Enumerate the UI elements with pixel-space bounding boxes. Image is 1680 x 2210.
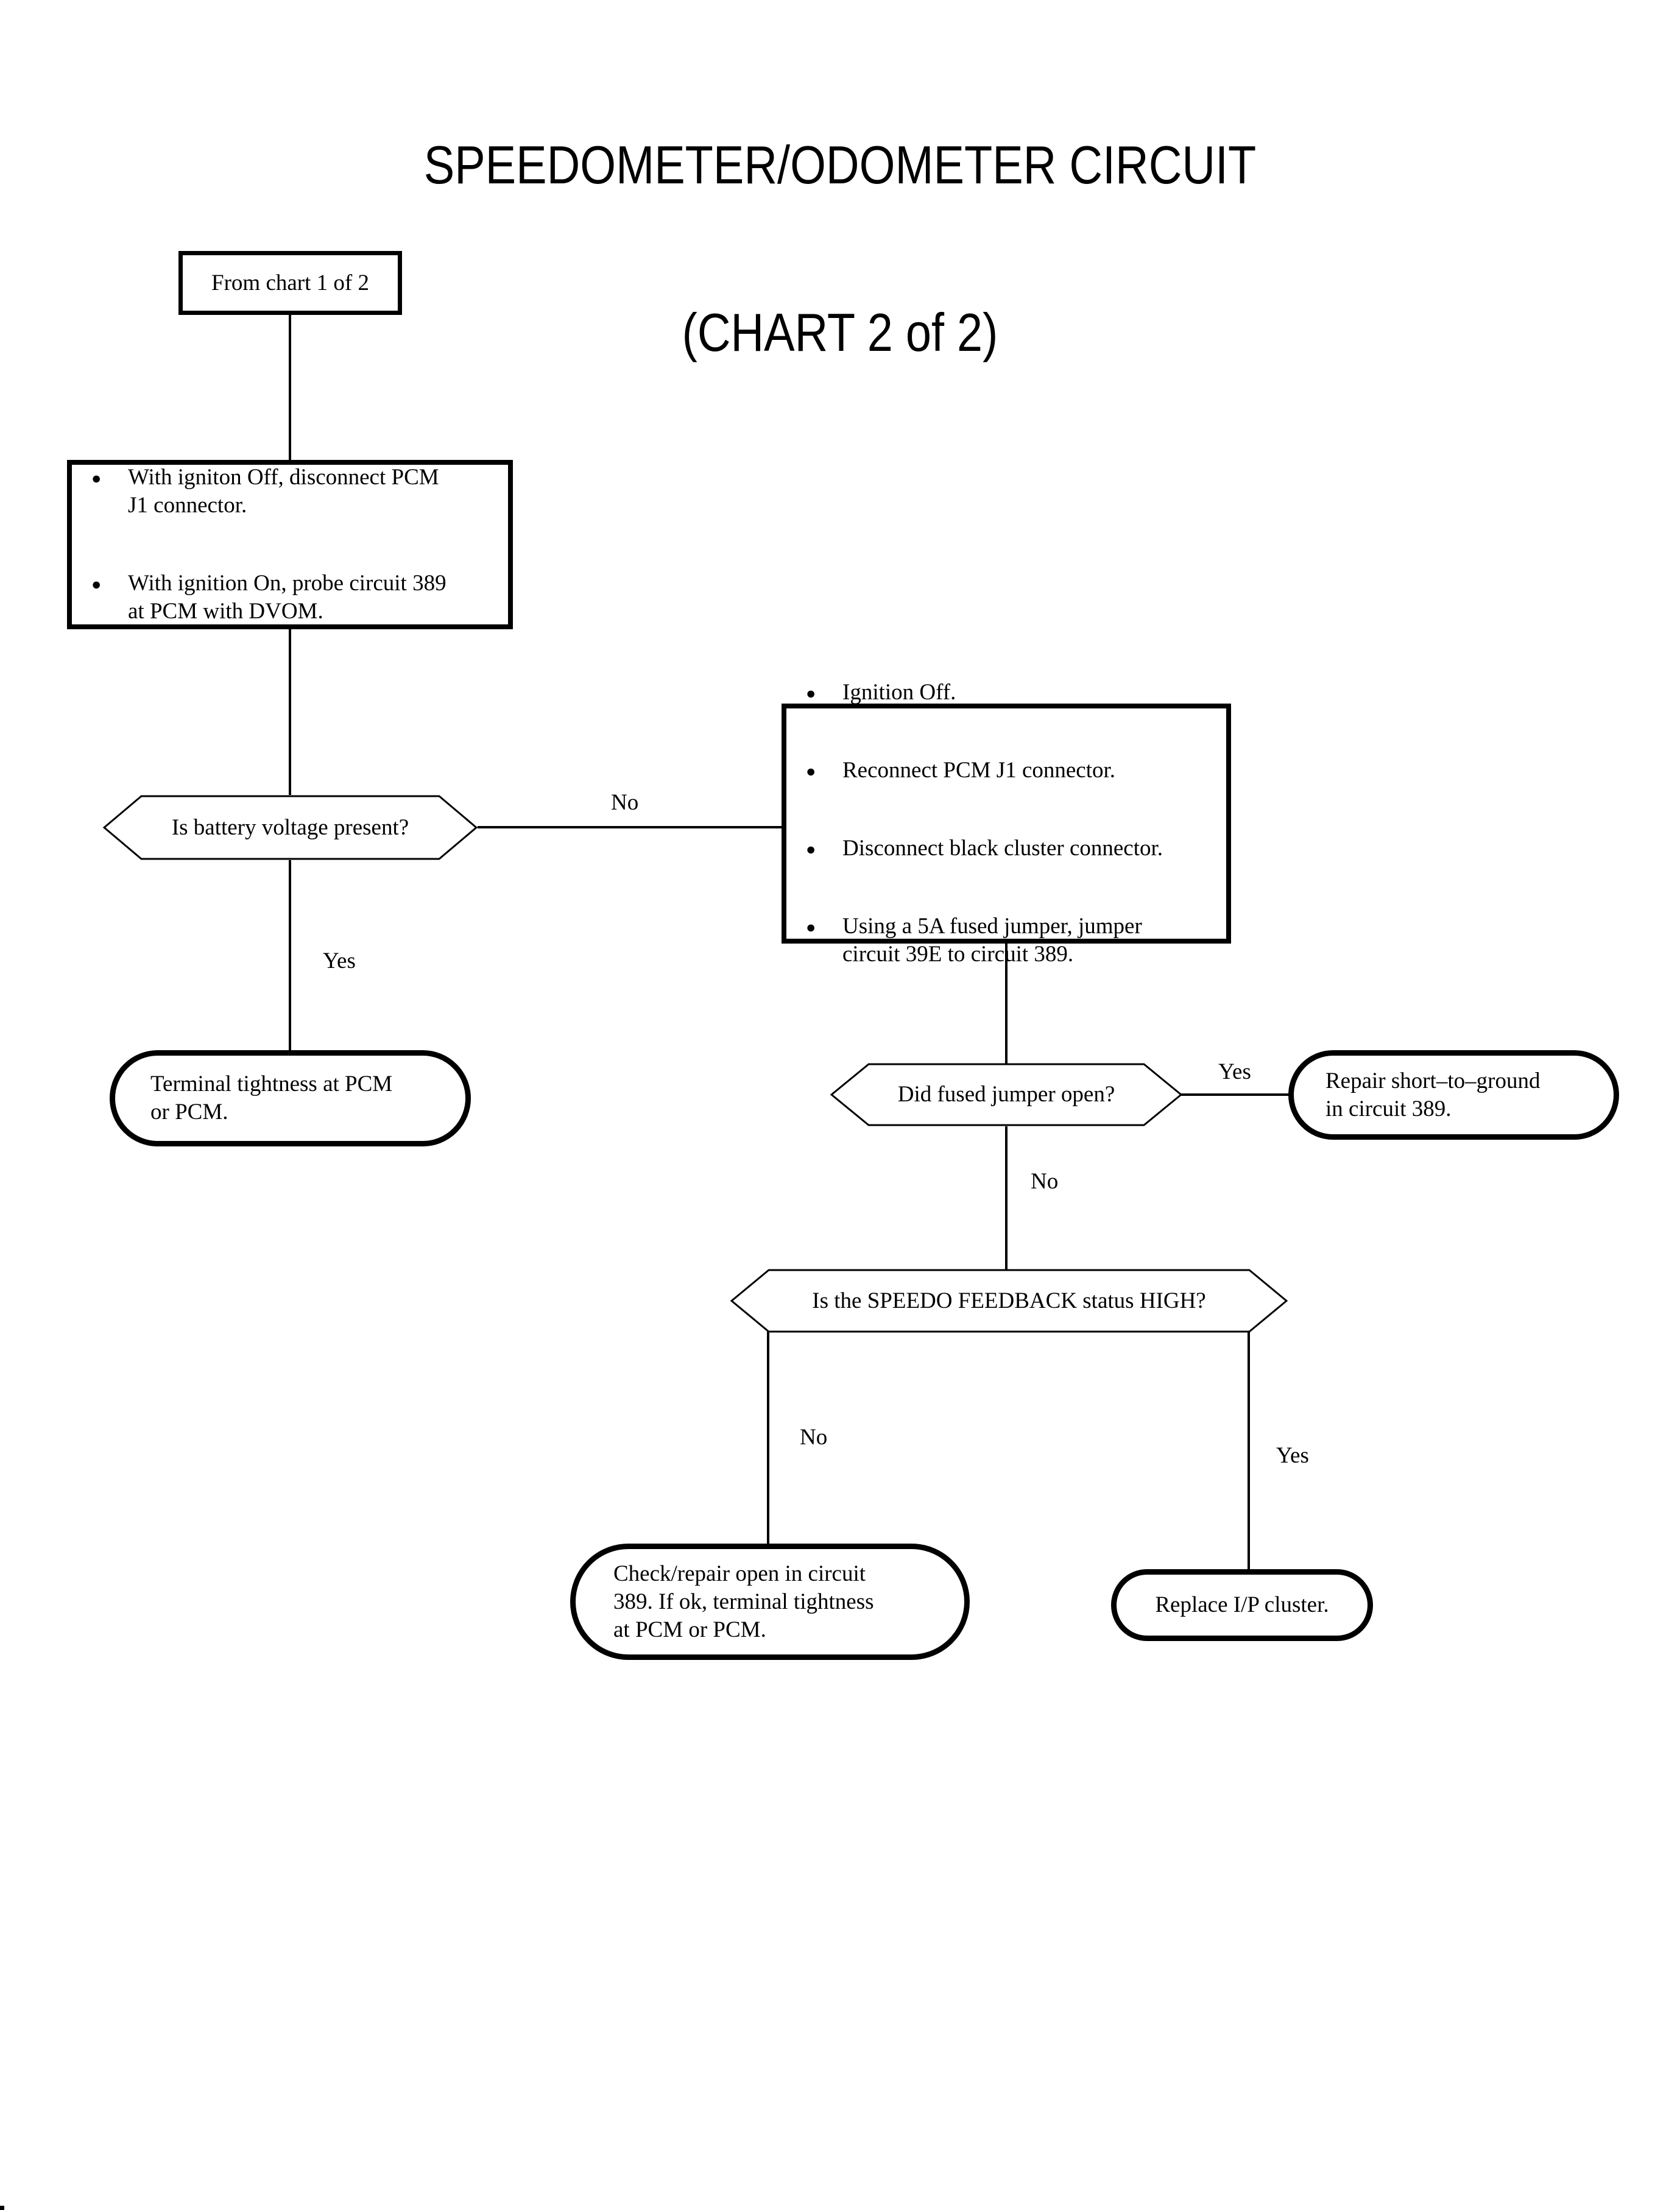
edge-label-speedo-yes: Yes [1276, 1443, 1309, 1468]
edge-label-battery-yes: Yes [323, 948, 356, 973]
edge-label-jumper-yes: Yes [1218, 1059, 1251, 1084]
node-decision-jumper: Did fused jumper open? [830, 1063, 1182, 1126]
node-terminal-tightness-label: Terminal tightness at PCM or PCM. [150, 1071, 393, 1124]
page-title: SPEEDOMETER/ODOMETER CIRCUIT (CHART 2 of… [118, 26, 1562, 471]
node-replace-cluster-label: Replace I/P cluster. [1155, 1592, 1329, 1617]
bullet-item: Reconnect PCM J1 connector. [806, 757, 1202, 785]
page-title-line1: SPEEDOMETER/ODOMETER CIRCUIT [423, 135, 1257, 196]
node-replace-cluster: Replace I/P cluster. [1111, 1569, 1373, 1641]
edge-label-battery-no: No [611, 790, 639, 815]
hexagon-shape [730, 1269, 1288, 1333]
hexagon-shape [830, 1063, 1182, 1126]
node-repair-short-label: Repair short–to–ground in circuit 389. [1325, 1068, 1541, 1121]
node-probe-battery-actions: With igniton Off, disconnect PCM J1 conn… [67, 460, 513, 629]
node-check-repair: Check/repair open in circuit 389. If ok,… [570, 1544, 970, 1660]
page-title-line2: (CHART 2 of 2) [682, 302, 998, 362]
node-terminal-tightness: Terminal tightness at PCM or PCM. [110, 1050, 471, 1146]
hexagon-shape [103, 795, 478, 860]
node-decision-battery-label: Is battery voltage present? [171, 814, 409, 840]
node-jumper-setup-actions: Ignition Off. Reconnect PCM J1 connector… [782, 679, 1231, 967]
node-check-repair-label: Check/repair open in circuit 389. If ok,… [613, 1561, 874, 1642]
bullet-item: Disconnect black cluster connector. [806, 835, 1202, 863]
bullet-item: Using a 5A fused jumper, jumper circuit … [806, 913, 1202, 969]
hexagon-outline [730, 1269, 1288, 1333]
bullet-item: With igniton Off, disconnect PCM J1 conn… [91, 464, 484, 520]
hexagon-outline [103, 795, 478, 860]
node-from-chart-label: From chart 1 of 2 [211, 270, 369, 295]
node-decision-battery: Is battery voltage present? [103, 795, 478, 860]
node-decision-speedo: Is the SPEEDO FEEDBACK status HIGH? [730, 1269, 1288, 1333]
bullet-item: Ignition Off. [806, 679, 1202, 707]
hexagon-outline [830, 1063, 1182, 1126]
node-decision-jumper-label: Did fused jumper open? [897, 1082, 1115, 1107]
scan-artifact-mark [0, 2206, 4, 2210]
bullet-item: With ignition On, probe circuit 389 at P… [91, 570, 484, 626]
jumper-setup-bullet-list: Ignition Off. Reconnect PCM J1 connector… [786, 651, 1226, 997]
node-from-chart: From chart 1 of 2 [178, 251, 402, 315]
edge-label-speedo-no: No [800, 1425, 828, 1450]
node-decision-speedo-label: Is the SPEEDO FEEDBACK status HIGH? [812, 1288, 1206, 1313]
edge-label-jumper-no: No [1031, 1169, 1059, 1194]
probe-battery-bullet-list: With igniton Off, disconnect PCM J1 conn… [72, 436, 508, 654]
node-repair-short: Repair short–to–ground in circuit 389. [1288, 1050, 1619, 1140]
